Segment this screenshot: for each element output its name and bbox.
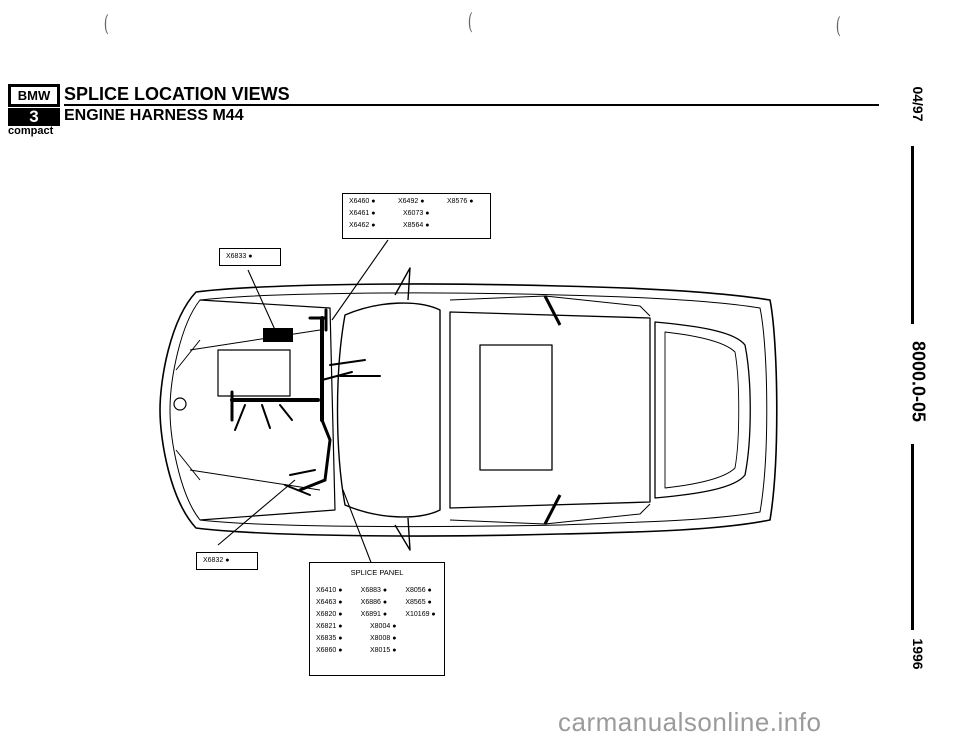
splice-label: X6410: [310, 585, 355, 597]
b-pillar-bottom: [543, 494, 562, 525]
splice-label: X6832: [203, 557, 229, 564]
splice-label: X6492: [392, 196, 441, 208]
page-subtitle: ENGINE HARNESS M44: [64, 107, 244, 124]
harness-branch: [308, 308, 328, 332]
splice-callout-x6833: X6833: [219, 248, 281, 266]
watermark-link[interactable]: carmanualsonline.info: [558, 707, 822, 737]
splice-connector-block: [263, 328, 293, 342]
side-window-bottom: [449, 503, 651, 525]
splice-label: X6821: [310, 621, 364, 633]
logo-bmw-text: BMW: [8, 84, 60, 107]
splice-label: X8004: [364, 621, 418, 633]
bmw-3-compact-logo: BMW 3 compact: [8, 84, 60, 137]
splice-label: X8008: [364, 633, 418, 645]
splice-label: X6835: [310, 633, 364, 645]
splice-label: X8015: [364, 645, 418, 657]
splice-label: X6833: [226, 253, 252, 260]
left-mirror: [394, 267, 411, 301]
harness-branch: [298, 418, 332, 492]
car-body-inner-line: [169, 292, 768, 528]
splice-label: X8564: [397, 220, 451, 232]
rear-window: [654, 321, 751, 499]
hood-outline: [199, 299, 336, 521]
scan-mark: (: [467, 10, 473, 35]
engine-harness: [230, 308, 381, 496]
splice-label: X8565: [399, 597, 444, 609]
logo-series-number: 3: [8, 107, 60, 126]
logo-compact-text: compact: [8, 125, 54, 137]
sunroof: [479, 344, 553, 471]
panel-row: X6835 X8008: [310, 633, 444, 645]
right-mirror: [394, 517, 411, 551]
panel-row: X6860 X8015: [310, 645, 444, 657]
splice-label: X6860: [310, 645, 364, 657]
rear-window-inner: [664, 331, 740, 489]
callout-row: X6462 X8564: [343, 220, 490, 232]
panel-row: X6821 X8004: [310, 621, 444, 633]
engine-component-box: [217, 349, 291, 397]
splice-label: X6891: [355, 609, 400, 621]
margin-rule: [911, 146, 914, 324]
windshield: [336, 302, 441, 518]
splice-label: X6462: [343, 220, 397, 232]
car-body-outline: [159, 283, 778, 537]
splice-label: X8056: [399, 585, 444, 597]
harness-branch: [234, 404, 293, 431]
margin-rule: [911, 444, 914, 630]
roof-outline: [449, 311, 651, 509]
splice-panel-title: SPLICE PANEL: [350, 568, 404, 577]
splice-label: X6820: [310, 609, 355, 621]
leader-lines: [217, 239, 389, 566]
splice-label: X6073: [397, 208, 451, 220]
hood-crease: [189, 329, 321, 491]
splice-label: X6886: [355, 597, 400, 609]
harness-branch: [321, 359, 381, 381]
panel-row: X6820 X6891 X10169: [310, 609, 444, 621]
splice-label: X6460: [343, 196, 392, 208]
b-pillar-top: [543, 295, 562, 326]
leader-splice-panel: [342, 489, 373, 566]
scan-mark: (: [103, 12, 109, 37]
side-window-top: [449, 295, 651, 317]
header-rule: [64, 104, 879, 106]
splice-label: X6883: [355, 585, 400, 597]
scan-mark: (: [835, 14, 841, 39]
splice-callout-top: X6460 X6492 X8576 X6461 X6073 X6462 X856…: [342, 193, 491, 239]
leader-top-box: [331, 239, 389, 321]
page-title: SPLICE LOCATION VIEWS: [64, 84, 290, 104]
splice-callout-x6832: X6832: [196, 552, 258, 570]
callout-row: X6460 X6492 X8576: [343, 196, 490, 208]
headlight-edge: [175, 339, 201, 481]
splice-label: X6463: [310, 597, 355, 609]
hood-emblem: [173, 397, 187, 411]
panel-row: X6463 X6886 X8565: [310, 597, 444, 609]
splice-label: X8576: [441, 196, 490, 208]
panel-row: X6410 X6883 X8056: [310, 585, 444, 597]
callout-row: X6461 X6073: [343, 208, 490, 220]
leader-x6832: [217, 479, 296, 546]
leader-x6833: [247, 269, 277, 333]
splice-label: X6461: [343, 208, 397, 220]
splice-label: X10169: [399, 609, 444, 621]
harness-branch: [284, 469, 316, 496]
splice-panel-box: SPLICE PANEL X6410 X6883 X8056 X6463 X68…: [309, 562, 445, 676]
